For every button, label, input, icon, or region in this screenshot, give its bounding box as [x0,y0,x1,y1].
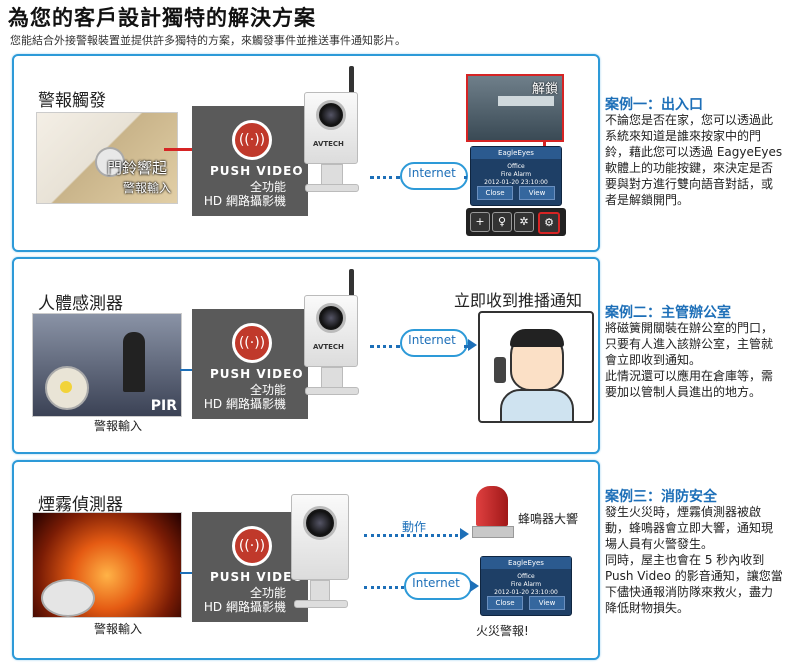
manager-illustration [478,311,594,423]
arrow-icon [470,580,479,592]
sensor-title: 煙霧偵測器 [38,495,123,515]
unlock-label: 解鎖 [531,82,558,97]
sensor-title: 警報觸發 [38,91,106,111]
zoom-icon[interactable]: + [470,212,490,232]
close-button[interactable]: Close [477,186,513,200]
case2-text: 將磁簧開關裝在辦公室的門口，只要有人進入該辦公室，主管就會立即收到通知。 此情況… [605,321,774,399]
camera-lens-icon [303,506,337,540]
ip-camera: AVTECH [299,269,369,399]
smoke-detector-icon [41,579,95,617]
notify-label: 立即收到推播通知 [454,291,583,310]
camera-brand: AVTECH [313,343,344,351]
camera-lens-icon [316,100,346,130]
alarm-input-label: 警報輸入 [94,622,143,636]
panel-doorbell: 警報觸發 門鈴響起 警報輸入 ((·)) PUSH VIDEO 全功能 HD 網… [12,54,600,252]
ip-camera: AVTECH [299,66,369,196]
app-toolbar: + ♀ ✲ ⚙ [466,208,566,236]
buzzer-icon [472,486,514,542]
push-video-line2: HD 網路攝影機 [203,600,286,614]
push-video-icon: ((·)) [232,526,272,566]
push-video-title: PUSH VIDEO [210,570,304,584]
sensor-title: 人體感測器 [38,294,123,314]
intruder-figure [123,332,145,392]
internet-cloud-icon [404,572,472,600]
camera-lens-icon [316,303,346,333]
page-title: 為您的客戶設計獨特的解決方案 [8,6,316,30]
doorbell-caption: 門鈴響起 [107,159,168,177]
alarm-input-label: 警報輸入 [94,419,143,433]
push-video-line1: 全功能 [249,383,286,397]
case3-text: 發生火災時，煙霧偵測器被啟動，蜂鳴器會立即大響，通知現場人員有火警發生。 同時，… [605,505,783,615]
push-video-title: PUSH VIDEO [210,367,304,381]
arrow-icon [460,528,469,540]
case2-title: 案例二：主管辦公室 [605,305,731,321]
page-subtitle: 您能結合外接警報裝置並提供許多獨特的方案，來觸發事件並推送事件通知影片。 [10,34,406,47]
push-video-line2: HD 網路攝影機 [203,194,286,208]
action-label: 動作 [402,520,427,534]
fire-alert-label: 火災警報! [476,624,529,638]
push-video-icon: ((·)) [232,323,272,363]
panel-office: 人體感測器 PIR 警報輸入 ((·)) PUSH VIDEO 全功能 HD 網… [12,257,600,454]
close-button[interactable]: Close [487,596,523,610]
push-video-icon: ((·)) [232,120,272,160]
camera-brand: AVTECH [313,140,344,148]
doorbell-button-icon [95,147,125,177]
internet-cloud-icon [400,329,468,357]
case1-title: 案例一：出入口 [605,97,703,113]
internet-label: Internet [412,576,460,590]
ip-camera [286,486,356,616]
alarm-input-caption: 警報輸入 [123,181,172,195]
settings-icon[interactable]: ✲ [514,212,534,232]
arrow-icon [468,339,477,351]
unlock-icon[interactable]: ⚙ [538,212,560,234]
fire-photo [32,512,182,618]
case3-title: 案例三：消防安全 [605,489,717,505]
app-name: EagleEyes [481,557,571,569]
push-video-line2: HD 網路攝影機 [203,397,286,411]
pir-label: PIR [150,398,177,414]
buzzer-label: 蜂鳴器大響 [518,512,579,526]
talk-icon[interactable]: ♀ [492,212,512,232]
doorbell-photo: 門鈴響起 警報輸入 [36,112,178,204]
view-button[interactable]: View [529,596,565,610]
case1-text: 不論您是否在家，您可以透過此系統來知道是誰來按家中的門鈴，藉此您可以透過 Eag… [605,113,783,207]
app-name: EagleEyes [471,147,561,159]
push-video-line1: 全功能 [249,180,286,194]
view-button[interactable]: View [519,186,555,200]
internet-label: Internet [408,333,456,347]
pir-sensor-icon [45,366,89,410]
internet-label: Internet [408,166,456,180]
door-view-photo: 解鎖 [466,74,564,142]
push-video-title: PUSH VIDEO [210,164,304,178]
push-video-line1: 全功能 [249,586,286,600]
office-photo: PIR [32,313,182,417]
phone-icon [494,357,506,383]
manager-face [510,329,564,391]
panel-fire: 煙霧偵測器 警報輸入 ((·)) PUSH VIDEO 全功能 HD 網路攝影機… [12,460,600,660]
